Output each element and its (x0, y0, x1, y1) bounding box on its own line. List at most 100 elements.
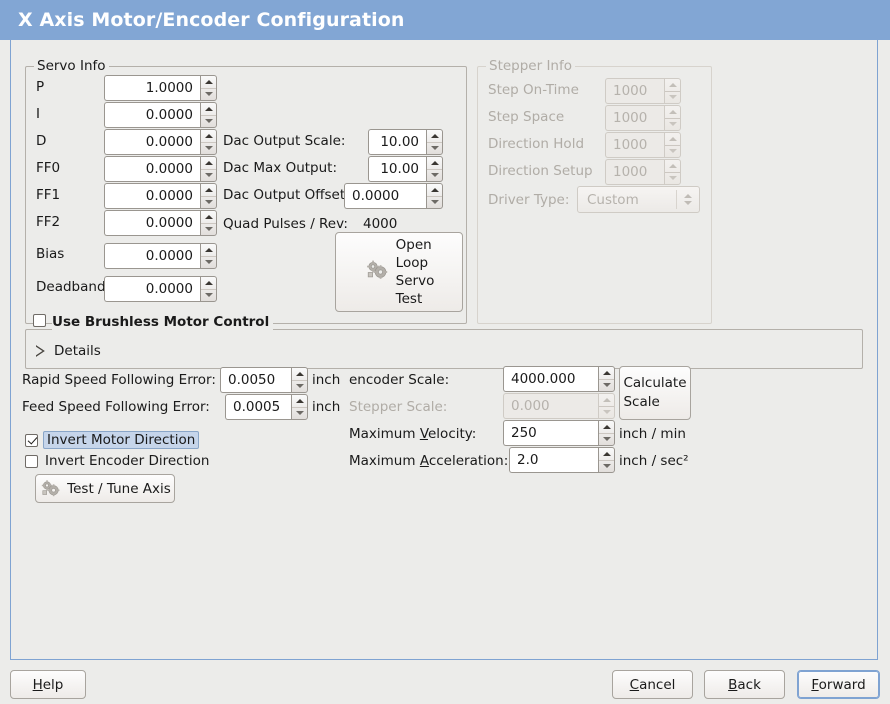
servo-spin-ff1-value[interactable]: 0.0000 (104, 183, 200, 209)
servo-spin-ff2[interactable]: 0.0000 (104, 210, 217, 236)
dialog-action-bar: Help Cancel Back Forward (0, 660, 890, 704)
help-button[interactable]: Help (10, 670, 86, 699)
spin-up-icon[interactable] (201, 184, 216, 196)
feed-following-error-buttons[interactable] (291, 394, 308, 420)
spin-up-icon[interactable] (599, 367, 614, 379)
rapid-following-error-buttons[interactable] (291, 367, 308, 393)
spin-down-icon[interactable] (201, 141, 216, 155)
dac-output-offset-value[interactable]: 0.0000 (344, 183, 426, 209)
checkbox-box[interactable] (33, 314, 46, 327)
servo-spin-ff2-value[interactable]: 0.0000 (104, 210, 200, 236)
servo-spin-d-value[interactable]: 0.0000 (104, 129, 200, 155)
dac-max-output-spin[interactable]: 10.00 (368, 156, 443, 182)
maximum-acceleration-value[interactable]: 2.0 (509, 447, 598, 473)
chevron-right-icon[interactable] (36, 345, 45, 357)
spin-up-icon[interactable] (599, 421, 614, 433)
rapid-following-error-spin[interactable]: 0.0050 (220, 367, 308, 393)
encoder-scale-spin[interactable]: 4000.000 (503, 366, 615, 392)
dialog-titlebar: X Axis Motor/Encoder Configuration (0, 0, 890, 40)
checkbox-box[interactable] (25, 454, 38, 468)
servo-spin-bias[interactable]: 0.0000 (104, 243, 217, 269)
test-tune-axis-button[interactable]: Test / Tune Axis (35, 474, 175, 503)
back-button[interactable]: Back (704, 670, 785, 699)
dac-output-scale-value[interactable]: 10.00 (368, 129, 426, 155)
servo-spin-p[interactable]: 1.0000 (104, 75, 217, 101)
details-expander[interactable]: Details (36, 343, 101, 359)
dac-output-scale-spin[interactable]: 10.00 (368, 129, 443, 155)
servo-spin-i[interactable]: 0.0000 (104, 102, 217, 128)
servo-spin-i-value[interactable]: 0.0000 (104, 102, 200, 128)
dac-max-output-buttons[interactable] (426, 156, 443, 182)
rapid-following-error-value[interactable]: 0.0050 (220, 367, 291, 393)
spin-up-icon[interactable] (201, 244, 216, 256)
servo-spin-bias-buttons[interactable] (200, 243, 217, 269)
spin-up-icon[interactable] (292, 395, 307, 407)
encoder-scale-value[interactable]: 4000.000 (503, 366, 598, 392)
servo-label-d: D (36, 133, 47, 149)
dac-output-offset-buttons[interactable] (426, 183, 443, 209)
spin-down-icon[interactable] (201, 114, 216, 128)
servo-spin-ff1[interactable]: 0.0000 (104, 183, 217, 209)
spin-down-icon[interactable] (201, 168, 216, 182)
spin-down-icon[interactable] (427, 195, 442, 209)
servo-spin-d[interactable]: 0.0000 (104, 129, 217, 155)
calculate-scale-button[interactable]: Calculate Scale (619, 366, 691, 420)
servo-spin-ff0-value[interactable]: 0.0000 (104, 156, 200, 182)
servo-spin-bias-value[interactable]: 0.0000 (104, 243, 200, 269)
invert-encoder-direction-checkbox[interactable]: Invert Encoder Direction (25, 453, 209, 469)
invert-motor-direction-checkbox[interactable]: Invert Motor Direction (25, 431, 200, 449)
encoder-scale-label: encoder Scale: (349, 372, 450, 388)
servo-spin-ff1-buttons[interactable] (200, 183, 217, 209)
servo-spin-p-value[interactable]: 1.0000 (104, 75, 200, 101)
spin-up-icon[interactable] (201, 130, 216, 142)
maximum-velocity-buttons[interactable] (598, 420, 615, 446)
spin-up-icon[interactable] (201, 157, 216, 169)
spin-up-icon[interactable] (201, 103, 216, 115)
servo-spin-deadband-buttons[interactable] (200, 276, 217, 302)
spin-down-icon[interactable] (201, 222, 216, 236)
spin-up-icon[interactable] (201, 211, 216, 223)
encoder-scale-buttons[interactable] (598, 366, 615, 392)
spin-down-icon[interactable] (599, 459, 614, 473)
servo-spin-d-buttons[interactable] (200, 129, 217, 155)
spin-up-icon[interactable] (201, 76, 216, 88)
spin-up-icon[interactable] (427, 184, 442, 196)
use-brushless-motor-control-checkbox[interactable] (33, 314, 46, 327)
maximum-velocity-value[interactable]: 250 (503, 420, 598, 446)
spin-down-icon[interactable] (292, 379, 307, 393)
spin-down-icon[interactable] (599, 378, 614, 392)
cancel-button[interactable]: Cancel (612, 670, 693, 699)
spin-down-icon[interactable] (599, 432, 614, 446)
servo-spin-ff0-buttons[interactable] (200, 156, 217, 182)
spin-down-icon[interactable] (427, 141, 442, 155)
servo-spin-p-buttons[interactable] (200, 75, 217, 101)
spin-down-icon[interactable] (201, 195, 216, 209)
dac-output-offset-spin[interactable]: 0.0000 (344, 183, 443, 209)
spin-up-icon[interactable] (427, 157, 442, 169)
dac-output-scale-buttons[interactable] (426, 129, 443, 155)
servo-spin-ff2-buttons[interactable] (200, 210, 217, 236)
servo-spin-deadband-value[interactable]: 0.0000 (104, 276, 200, 302)
maximum-acceleration-buttons[interactable] (598, 447, 615, 473)
spin-down-icon[interactable] (427, 168, 442, 182)
servo-spin-deadband[interactable]: 0.0000 (104, 276, 217, 302)
dac-max-output-value[interactable]: 10.00 (368, 156, 426, 182)
spin-up-icon[interactable] (201, 277, 216, 289)
feed-following-error-spin[interactable]: 0.0005 (225, 394, 308, 420)
maximum-acceleration-spin[interactable]: 2.0 (509, 447, 615, 473)
servo-spin-i-buttons[interactable] (200, 102, 217, 128)
spin-down-icon[interactable] (201, 255, 216, 269)
maximum-velocity-spin[interactable]: 250 (503, 420, 615, 446)
forward-button[interactable]: Forward (797, 670, 880, 699)
spin-down-icon[interactable] (201, 87, 216, 101)
spin-up-icon[interactable] (292, 368, 307, 380)
servo-spin-ff0[interactable]: 0.0000 (104, 156, 217, 182)
maximum-acceleration-unit: inch / sec² (619, 453, 689, 469)
spin-down-icon[interactable] (201, 288, 216, 302)
feed-following-error-value[interactable]: 0.0005 (225, 394, 291, 420)
checkbox-box[interactable] (25, 433, 38, 447)
spin-up-icon[interactable] (427, 130, 442, 142)
open-loop-servo-test-button[interactable]: Open Loop Servo Test (335, 232, 463, 312)
spin-down-icon[interactable] (292, 406, 307, 420)
spin-up-icon[interactable] (599, 448, 614, 460)
